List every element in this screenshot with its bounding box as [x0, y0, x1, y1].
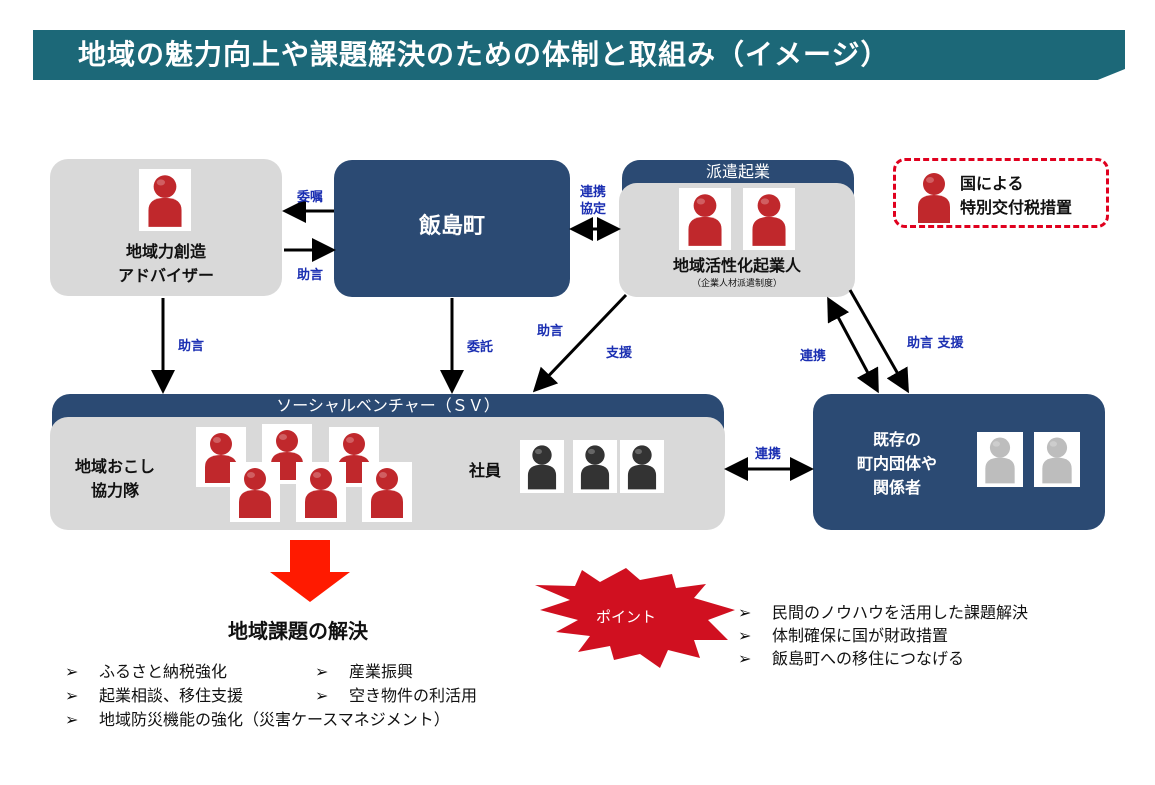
- legend-line1: 国による: [960, 174, 1024, 193]
- label-jogen-down: 助言: [178, 339, 205, 354]
- label-shien-diag: 支援: [606, 346, 633, 361]
- bullet-icon: ➢: [315, 662, 329, 681]
- bullet-icon: ➢: [315, 686, 329, 705]
- arrow-jogen-shien-right: [848, 289, 909, 394]
- advisor-label: 地域力創造 アドバイザー: [50, 240, 282, 288]
- down-arrow-icon: [270, 540, 350, 602]
- solution-item-text: 地域防災機能の強化（災害ケースマネジメント）: [99, 710, 450, 729]
- label-renkei-bottom: 連携: [755, 447, 782, 462]
- label-jogen-shien: 助言 支援: [907, 336, 964, 351]
- bullet-icon: ➢: [65, 710, 79, 729]
- dark-person-icon: [620, 440, 664, 493]
- label-renkei-kyotei1: 連携: [580, 185, 607, 200]
- kyoryoku-line2: 協力隊: [90, 481, 139, 500]
- haken-name: 地域活性化起業人: [672, 256, 801, 275]
- gray-person-icon: [1034, 432, 1080, 487]
- legend-text: 国による 特別交付税措置: [960, 172, 1100, 220]
- gray-person-icon: [977, 432, 1023, 487]
- solution-item: ➢ 産業振興: [315, 658, 413, 682]
- label-ishoku: 委嘱: [297, 190, 324, 205]
- point-item-text: 飯島町への移住につなげる: [772, 649, 965, 668]
- red-person-icon: [909, 167, 959, 227]
- point-label: ポイント: [596, 608, 657, 626]
- kyoryoku-label: 地域おこし 協力隊: [60, 455, 170, 503]
- haken-header: 派遣起業: [705, 162, 770, 181]
- advisor-line1: 地域力創造: [125, 242, 206, 261]
- title-banner: [33, 30, 1125, 80]
- solution-item: ➢ 空き物件の利活用: [315, 682, 477, 706]
- page-title: 地域の魅力向上や課題解決のための体制と取組み（イメージ）: [78, 38, 890, 71]
- point-item: ➢ 民間のノウハウを活用した課題解決: [738, 599, 1028, 623]
- point-item-text: 民間のノウハウを活用した課題解決: [772, 603, 1029, 622]
- bullet-icon: ➢: [738, 626, 752, 645]
- label-renkei-kyotei: 連携 協定: [580, 184, 606, 218]
- sv-header: ソーシャルベンチャー（ＳＶ）: [276, 396, 500, 415]
- point-star-icon: [535, 568, 735, 668]
- bullet-icon: ➢: [738, 649, 752, 668]
- dark-person-icon: [573, 440, 617, 493]
- kison-line1: 既存の: [872, 430, 921, 449]
- point-item-text: 体制確保に国が財政措置: [772, 626, 949, 645]
- red-person-icon: [296, 462, 346, 522]
- solution-item-text: 空き物件の利活用: [349, 686, 478, 705]
- solution-item: ➢ 起業相談、移住支援: [65, 682, 243, 706]
- legend-line2: 特別交付税措置: [960, 198, 1073, 217]
- solution-item: ➢ 地域防災機能の強化（災害ケースマネジメント）: [65, 706, 450, 730]
- red-person-icon: [139, 169, 191, 231]
- bullet-icon: ➢: [738, 603, 752, 622]
- solution-item-text: 産業振興: [349, 662, 414, 681]
- label-jogen-diag: 助言: [537, 324, 564, 339]
- iijima-box: [334, 160, 570, 297]
- red-person-icon: [743, 188, 795, 250]
- point-item: ➢ 体制確保に国が財政措置: [738, 622, 948, 646]
- label-jogen-left: 助言: [297, 268, 324, 283]
- solution-title: 地域課題の解決: [228, 619, 368, 643]
- kison-line2: 町内団体や: [856, 454, 937, 473]
- solution-item-text: 起業相談、移住支援: [99, 686, 244, 705]
- arrow-jogen-shien-diag: [532, 293, 628, 393]
- legend-box: [893, 158, 1109, 228]
- dark-person-icon: [520, 440, 564, 493]
- bullet-icon: ➢: [65, 662, 79, 681]
- red-person-icon: [362, 462, 412, 522]
- point-item: ➢ 飯島町への移住につなげる: [738, 645, 964, 669]
- red-person-icon: [230, 462, 280, 522]
- label-itaku: 委託: [467, 340, 494, 355]
- haken-note: （企業人材派遣制度）: [691, 279, 782, 289]
- solution-item-text: ふるさと納税強化: [99, 662, 228, 681]
- kyoryoku-line1: 地域おこし: [74, 457, 155, 476]
- kison-line3: 関係者: [872, 478, 921, 497]
- label-renkei-kyotei2: 協定: [580, 202, 607, 217]
- arrow-renkei-right: [827, 296, 879, 394]
- shain-label: 社員: [468, 461, 501, 480]
- kison-label: 既存の 町内団体や 関係者: [822, 428, 972, 500]
- haken-box: [619, 183, 855, 297]
- label-renkei-right: 連携: [800, 349, 827, 364]
- iijima-label: 飯島町: [418, 214, 485, 239]
- red-person-icon: [679, 188, 731, 250]
- solution-item: ➢ ふるさと納税強化: [65, 658, 227, 682]
- advisor-line2: アドバイザー: [117, 266, 214, 285]
- bullet-icon: ➢: [65, 686, 79, 705]
